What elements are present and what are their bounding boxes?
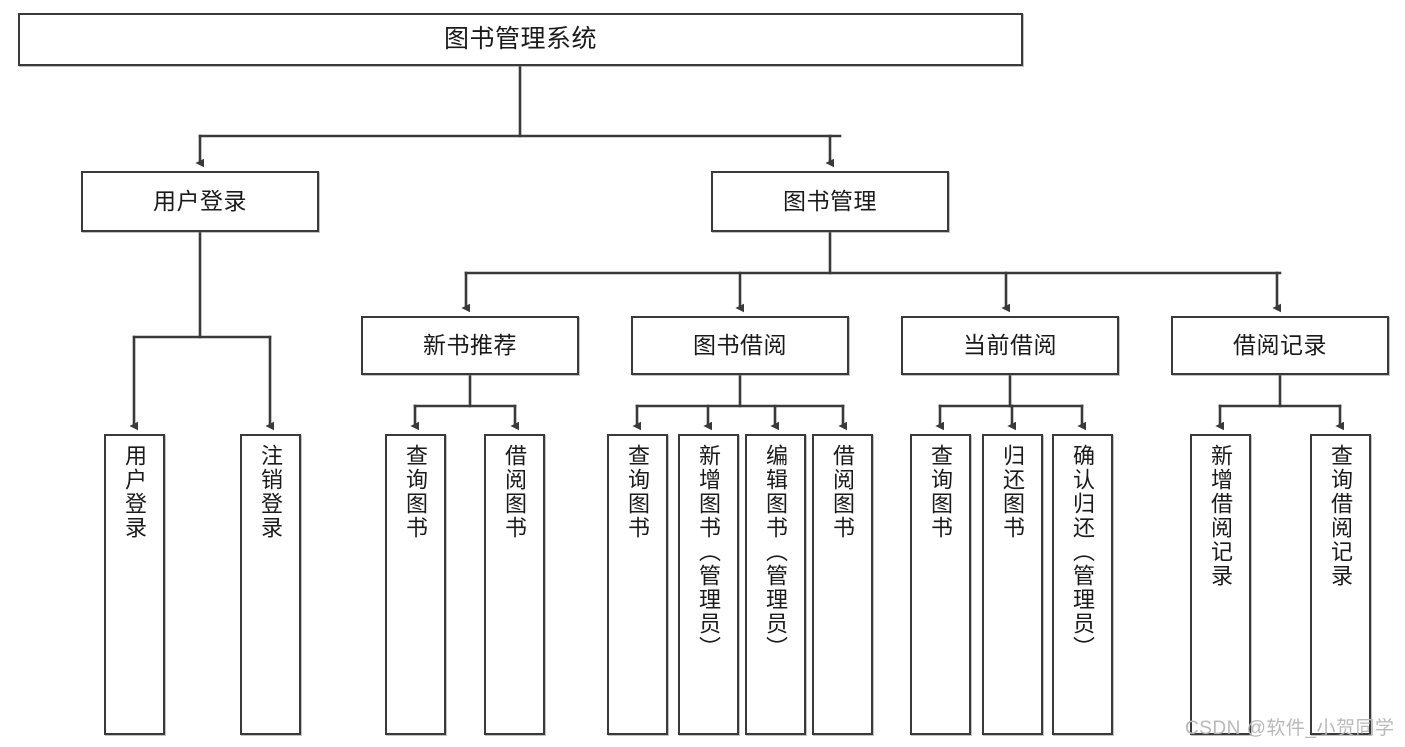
node-label: 图书借阅: [693, 331, 787, 358]
node-label: 借阅记录: [1233, 331, 1327, 358]
leaf-query-book-borrow[interactable]: 查询图书: [607, 434, 668, 735]
node-label: 查询借阅记录: [1328, 444, 1354, 588]
node-label: 图书管理: [783, 187, 877, 214]
watermark: CSDN @软件_小贺同学: [1185, 718, 1395, 739]
leaf-user-login[interactable]: 用户登录: [104, 434, 165, 735]
node-label: 图书管理系统: [443, 24, 597, 53]
leaf-add-borrow-record[interactable]: 新增借阅记录: [1190, 434, 1251, 735]
leaf-borrow-book[interactable]: 借阅图书: [812, 434, 873, 735]
node-label: 新增图书（管理员）: [696, 444, 722, 660]
node-book-borrow[interactable]: 图书借阅: [631, 316, 849, 375]
leaf-edit-book[interactable]: 编辑图书（管理员）: [745, 434, 806, 735]
node-user-login[interactable]: 用户登录: [81, 171, 319, 232]
node-label: 借阅图书: [830, 444, 856, 540]
node-label: 注销登录: [258, 444, 284, 540]
node-label: 查询图书: [625, 444, 651, 540]
node-current-borrow[interactable]: 当前借阅: [901, 316, 1119, 375]
leaf-query-book-recommend[interactable]: 查询图书: [385, 434, 446, 735]
node-label: 编辑图书（管理员）: [763, 444, 789, 660]
leaf-logout[interactable]: 注销登录: [240, 434, 301, 735]
leaf-borrow-book-recommend[interactable]: 借阅图书: [484, 434, 545, 735]
node-label: 归还图书: [1000, 444, 1026, 540]
leaf-query-book-current[interactable]: 查询图书: [910, 434, 971, 735]
node-label: 用户登录: [122, 444, 148, 540]
node-label: 查询图书: [403, 444, 429, 540]
node-label: 当前借阅: [963, 331, 1057, 358]
node-borrow-record[interactable]: 借阅记录: [1171, 316, 1389, 375]
leaf-confirm-return[interactable]: 确认归还（管理员）: [1052, 434, 1113, 735]
leaf-return-book[interactable]: 归还图书: [982, 434, 1043, 735]
node-label: 借阅图书: [502, 444, 528, 540]
leaf-query-borrow-record[interactable]: 查询借阅记录: [1310, 434, 1371, 735]
node-root-system[interactable]: 图书管理系统: [18, 13, 1023, 66]
node-label: 确认归还（管理员）: [1070, 444, 1096, 660]
node-label: 新增借阅记录: [1208, 444, 1234, 588]
node-new-book-recommend[interactable]: 新书推荐: [361, 316, 579, 375]
node-label: 新书推荐: [423, 331, 517, 358]
leaf-add-book[interactable]: 新增图书（管理员）: [678, 434, 739, 735]
node-book-management[interactable]: 图书管理: [711, 171, 949, 232]
node-label: 查询图书: [928, 444, 954, 540]
node-label: 用户登录: [153, 187, 247, 214]
